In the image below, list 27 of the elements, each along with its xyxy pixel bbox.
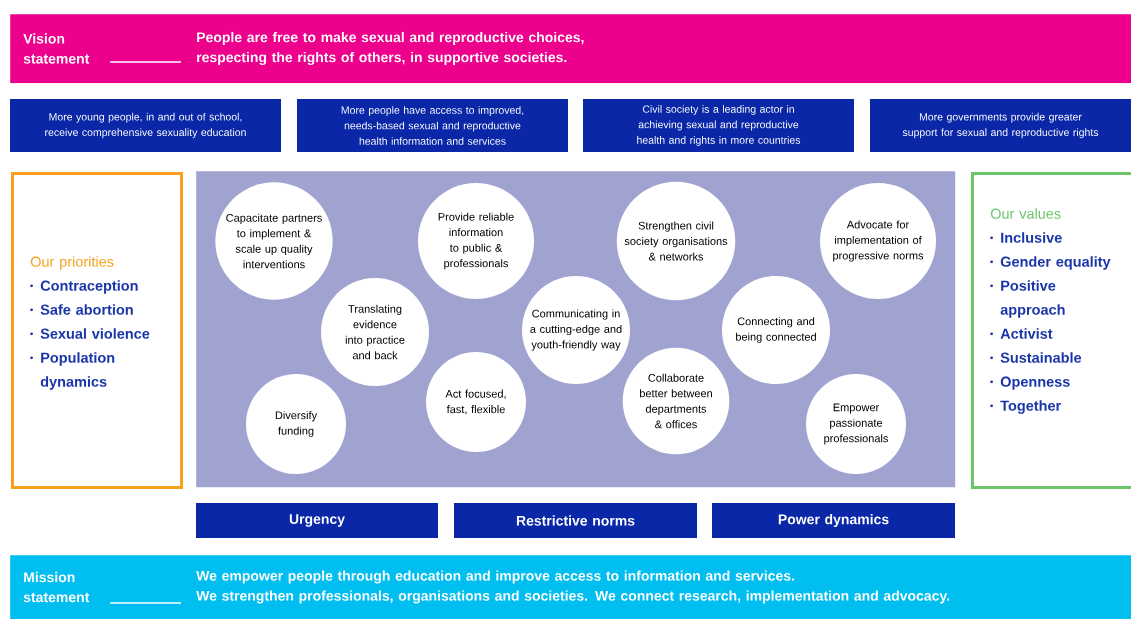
list-item: Openness <box>990 376 1070 390</box>
list-heading: Our priorities <box>30 256 114 270</box>
list-heading: Our values <box>990 208 1061 219</box>
list-item: Population dynamics <box>30 352 115 390</box>
list-item: Activist <box>990 328 1053 339</box>
statement-band <box>10 555 1131 619</box>
goal-box: Civil society is a leading actor in achieving sexual and reproductive health and rights in more countries <box>583 99 854 152</box>
statement-text: We strengthen professionals, organisations and societies. We connect research, implementation and advocacy. <box>196 590 950 604</box>
goal-box: More governments provide greater support for sexual and reproductive rights <box>870 99 1131 152</box>
theme-box: Urgency <box>196 503 438 538</box>
theme-box: Restrictive norms <box>454 503 697 538</box>
list-item: Contraception <box>30 280 138 294</box>
list-item: Together <box>990 400 1061 414</box>
list-item: Gender equality <box>990 256 1111 270</box>
statement-text: People are free to make sexual and reproductive choices, respecting the rights of others, in supportive societies. <box>197 31 584 66</box>
theme-box: Power dynamics <box>712 503 955 538</box>
list-item: Safe abortion <box>30 304 133 315</box>
list-item: Positive approach <box>990 280 1065 318</box>
goal-box: More young people, in and out of school, receive comprehensive sexuality education <box>10 99 281 152</box>
list-item: Inclusive <box>990 232 1062 243</box>
list-item: Sexual violence <box>30 328 150 339</box>
list-item: Sustainable <box>990 352 1082 363</box>
band-label: Mission statement <box>23 571 90 603</box>
goal-box: More people have access to improved, needs-based sexual and reproductive health information and services <box>297 99 568 152</box>
statement-text: We empower people through education and improve access to information and services. <box>196 570 794 584</box>
band-label: Vision statement <box>23 33 90 64</box>
statement-band <box>10 14 1131 84</box>
